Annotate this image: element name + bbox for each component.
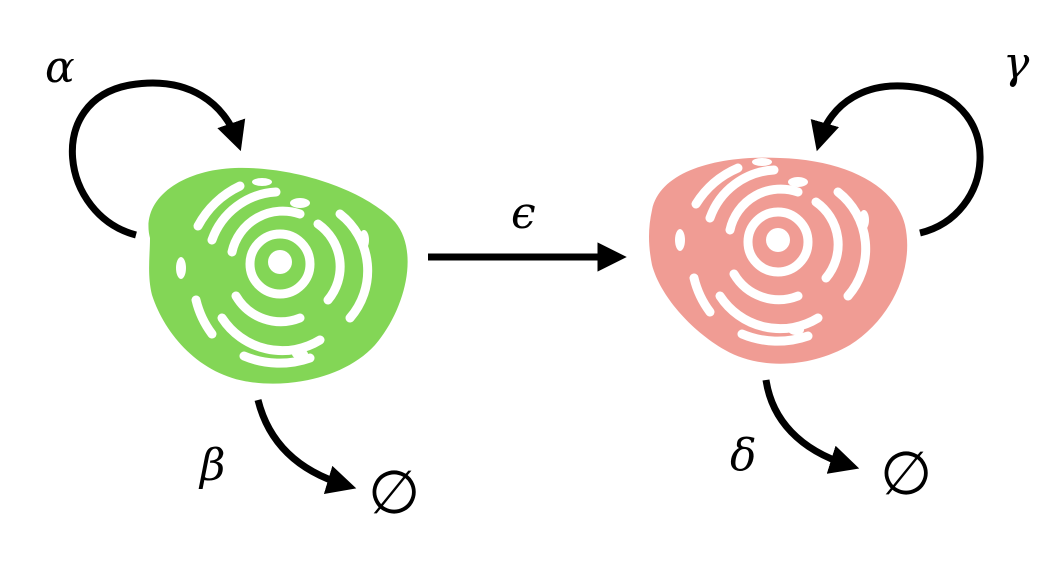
alpha-self-loop-arrow — [68, 79, 246, 239]
beta-death-arrow — [254, 399, 357, 495]
green-cell — [148, 167, 408, 384]
delta-label: δ — [730, 430, 757, 481]
red-cell — [649, 157, 908, 364]
beta-label: β — [198, 440, 225, 491]
green-cell-organelles — [176, 178, 373, 368]
right-empty-set-symbol: ∅ — [880, 439, 932, 509]
epsilon-label: ϵ — [511, 188, 536, 239]
delta-death-arrow — [762, 379, 860, 474]
gamma-label: γ — [1003, 38, 1030, 89]
red-cell-organelles — [675, 158, 871, 346]
alpha-label: α — [45, 42, 75, 93]
gamma-self-loop-arrow — [810, 82, 984, 237]
left-empty-set-symbol: ∅ — [368, 458, 420, 528]
